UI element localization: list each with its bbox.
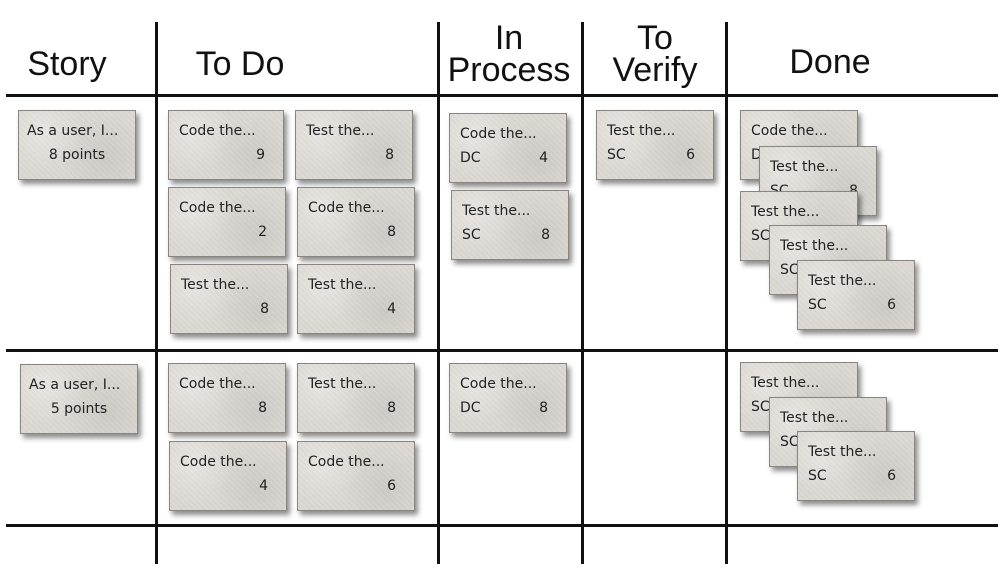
task-title: Test the... bbox=[308, 376, 377, 392]
task-title: Test the... bbox=[751, 375, 820, 391]
task-card[interactable]: Code the... DC 4 bbox=[449, 113, 567, 183]
task-title: Test the... bbox=[751, 204, 820, 220]
column-header-line: Story bbox=[27, 45, 107, 83]
task-owner-initials: SC bbox=[780, 262, 799, 278]
task-card[interactable]: Test the... 4 bbox=[297, 264, 415, 334]
column-header-line: Done bbox=[789, 43, 871, 81]
task-hours: 8 bbox=[539, 400, 548, 416]
story-title: As a user, I... bbox=[29, 377, 121, 393]
task-title: Code the... bbox=[460, 126, 537, 142]
task-hours: 4 bbox=[387, 301, 396, 317]
task-card[interactable]: Test the... 8 bbox=[295, 110, 413, 180]
task-owner-initials: SC bbox=[607, 147, 626, 163]
row-divider bbox=[6, 524, 998, 527]
task-owner-initials: SC bbox=[808, 468, 827, 484]
task-hours: 9 bbox=[256, 147, 265, 163]
task-title: Code the... bbox=[180, 454, 257, 470]
task-owner-initials: SC bbox=[751, 399, 770, 415]
task-hours: 8 bbox=[258, 400, 267, 416]
task-card[interactable]: Test the... 8 bbox=[170, 264, 288, 334]
task-hours: 6 bbox=[887, 468, 896, 484]
task-title: Code the... bbox=[460, 376, 537, 392]
task-hours: 6 bbox=[887, 297, 896, 313]
task-card[interactable]: Test the... SC 6 bbox=[797, 260, 915, 330]
task-hours: 2 bbox=[258, 224, 267, 240]
story-points: 8 points bbox=[48, 147, 106, 163]
task-title: Test the... bbox=[808, 444, 877, 460]
task-owner-initials: SC bbox=[751, 228, 770, 244]
task-card[interactable]: Code the... 4 bbox=[169, 441, 287, 511]
task-title: Code the... bbox=[751, 123, 828, 139]
story-card[interactable]: As a user, I... 8 points bbox=[18, 110, 136, 180]
task-title: Test the... bbox=[181, 277, 250, 293]
task-hours: 8 bbox=[260, 301, 269, 317]
column-divider bbox=[581, 22, 584, 564]
column-divider bbox=[155, 22, 158, 564]
column-header-line: To Do bbox=[195, 45, 285, 83]
column-header-line: To bbox=[637, 19, 673, 57]
task-hours: 8 bbox=[387, 224, 396, 240]
task-card[interactable]: Code the... 9 bbox=[168, 110, 284, 180]
column-header-line: Verify bbox=[612, 51, 698, 89]
story-points: 5 points bbox=[50, 401, 108, 417]
task-card[interactable]: Code the... 6 bbox=[297, 441, 415, 511]
task-title: Test the... bbox=[607, 123, 676, 139]
task-title: Code the... bbox=[179, 376, 256, 392]
column-header-line: Process bbox=[447, 51, 571, 89]
column-divider bbox=[725, 22, 728, 564]
task-title: Code the... bbox=[308, 454, 385, 470]
task-title: Test the... bbox=[770, 159, 839, 175]
task-owner-initials: SC bbox=[808, 297, 827, 313]
task-card[interactable]: Test the... SC 8 bbox=[451, 190, 569, 260]
task-hours: 4 bbox=[259, 478, 268, 494]
task-hours: 6 bbox=[387, 478, 396, 494]
task-owner-initials: DC bbox=[460, 150, 481, 166]
column-header-todo: To Do bbox=[170, 45, 310, 83]
task-owner-initials: SC bbox=[462, 227, 481, 243]
task-hours: 8 bbox=[541, 227, 550, 243]
task-card[interactable]: Code the... 8 bbox=[297, 187, 415, 257]
task-card[interactable]: Code the... 2 bbox=[168, 187, 286, 257]
task-card[interactable]: Code the... DC 8 bbox=[449, 363, 567, 433]
task-hours: 6 bbox=[686, 147, 695, 163]
story-card[interactable]: As a user, I... 5 points bbox=[20, 364, 138, 434]
task-hours: 8 bbox=[387, 400, 396, 416]
task-title: Code the... bbox=[179, 200, 256, 216]
task-card[interactable]: Test the... SC 6 bbox=[797, 431, 915, 501]
task-title: Test the... bbox=[308, 277, 377, 293]
task-title: Code the... bbox=[179, 123, 256, 139]
task-card[interactable]: Test the... SC 6 bbox=[596, 110, 714, 180]
column-header-done: Done bbox=[760, 43, 900, 81]
task-hours: 8 bbox=[385, 147, 394, 163]
column-header-story: Story bbox=[8, 45, 126, 83]
column-divider bbox=[437, 22, 440, 564]
task-title: Code the... bbox=[308, 200, 385, 216]
task-title: Test the... bbox=[808, 273, 877, 289]
row-divider bbox=[6, 349, 998, 352]
task-title: Test the... bbox=[780, 410, 849, 426]
task-title: Test the... bbox=[306, 123, 375, 139]
story-title: As a user, I... bbox=[27, 123, 119, 139]
task-card[interactable]: Code the... 8 bbox=[168, 363, 286, 433]
column-header-to-verify: To Verify bbox=[584, 19, 726, 89]
column-header-in-process: In Process bbox=[438, 19, 580, 89]
task-hours: 4 bbox=[539, 150, 548, 166]
task-card[interactable]: Test the... 8 bbox=[297, 363, 415, 433]
column-header-line: In bbox=[494, 19, 524, 57]
row-divider bbox=[6, 94, 998, 97]
task-owner-initials: DC bbox=[460, 400, 481, 416]
task-title: Test the... bbox=[462, 203, 531, 219]
task-title: Test the... bbox=[780, 238, 849, 254]
task-owner-initials: SC bbox=[780, 434, 799, 450]
